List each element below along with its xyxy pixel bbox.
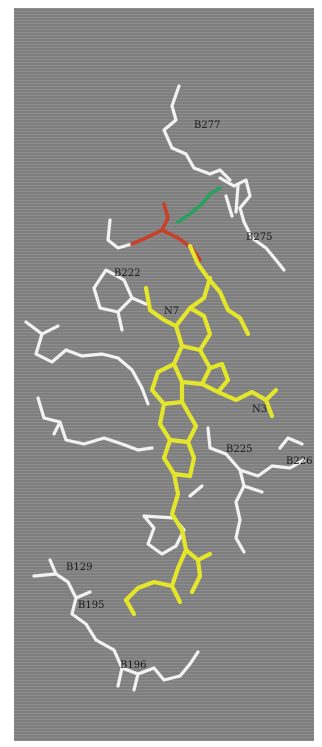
protein-residues (24, 84, 306, 692)
label-b277: B277 (194, 120, 220, 131)
oxygen-fragment (130, 202, 202, 262)
residue-b129 (32, 558, 124, 688)
label-n7: N7 (164, 306, 179, 317)
molecule-render: B277 B275 B222 N7 N3 B225 B226 B129 B195… (14, 8, 314, 741)
label-b195: B195 (78, 600, 104, 611)
molecular-structure-image: B277 B275 B222 N7 N3 B225 B226 B129 B195… (14, 8, 314, 741)
residue-b196 (120, 650, 200, 692)
label-b222: B222 (114, 268, 140, 279)
ligand-molecule (123, 243, 279, 617)
residue-b277 (162, 84, 232, 182)
residue-left-chain (24, 320, 150, 406)
residue-b226-left (36, 396, 154, 452)
residue-b275 (218, 176, 286, 272)
residue-upper-left (106, 218, 134, 250)
residue-b222 (92, 268, 148, 332)
residue-right-lower (278, 436, 304, 450)
residue-b225 (206, 426, 306, 554)
green-fragment (176, 186, 222, 224)
label-b129: B129 (66, 562, 92, 573)
label-b275: B275 (246, 232, 272, 243)
label-b196: B196 (120, 660, 146, 671)
label-n3: N3 (252, 404, 267, 415)
label-b226: B226 (286, 456, 312, 467)
label-b225: B225 (226, 444, 252, 455)
background-texture (14, 8, 314, 741)
